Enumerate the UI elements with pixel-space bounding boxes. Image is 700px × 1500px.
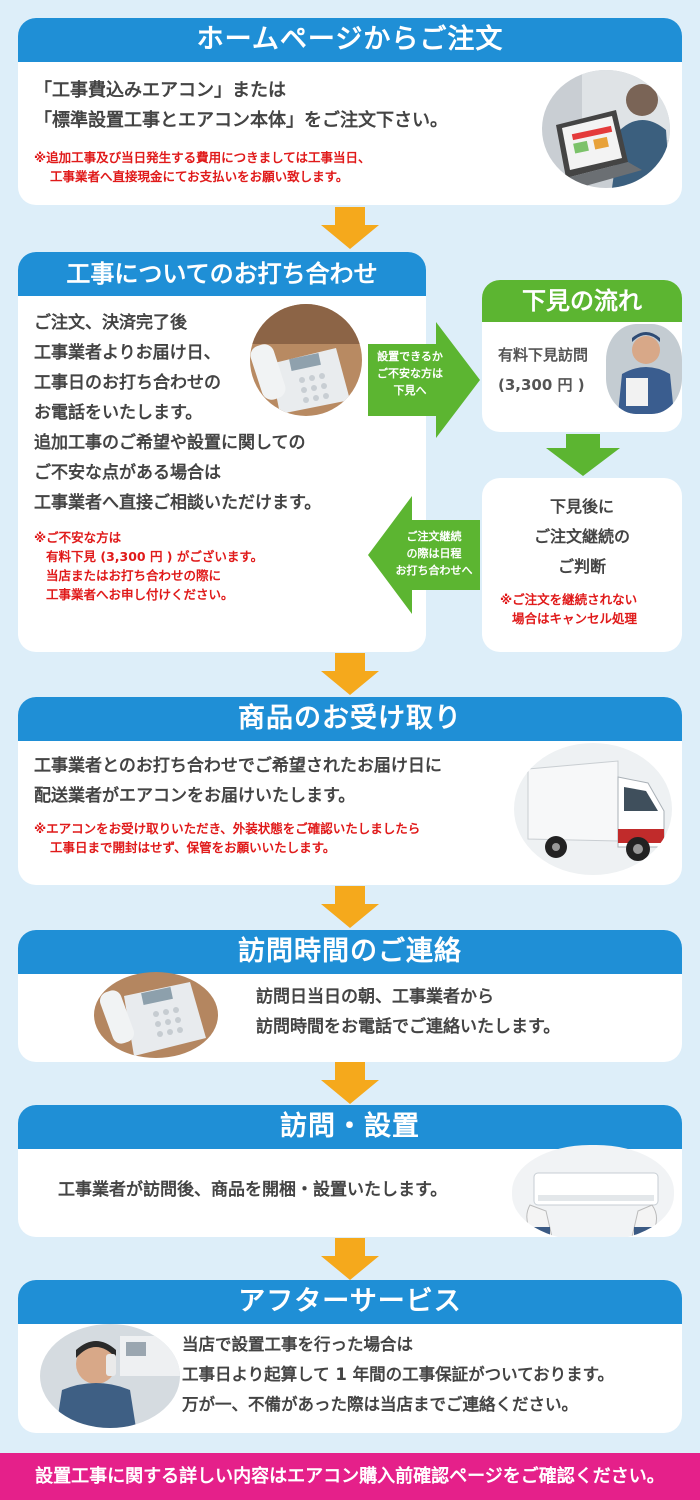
note-line: ※ご不安な方は [34,530,122,545]
aircon-install-photo [512,1145,674,1237]
note-line: 当店またはお打ち合わせの際に [46,568,222,583]
install-text: 工事業者が訪問後、商品を開梱・設置いたします。 [58,1175,447,1205]
note-line: 工事業者へ直接現金にてお支払いをお願い致します。 [50,169,349,184]
text-line: 下見後に [549,497,614,516]
survey-text: 有料下見訪問 (3,300 円 ) [498,340,588,400]
arrow-down-5 [321,1238,379,1280]
visit-time-text: 訪問日当日の朝、工事業者から 訪問時間をお電話でご連絡いたします。 [256,982,560,1042]
label-line: ご注文継続 [406,530,462,543]
text-line: お電話をいたします。 [34,403,203,423]
survey-title: 下見の流れ [482,280,682,322]
text-line: 工事業者よりお届け日、 [34,343,221,363]
receive-note: ※エアコンをお受け取りいただき、外装状態をご確認いたしましたら 工事日まで開封は… [34,819,420,857]
meeting-note: ※ご不安な方は 有料下見 (3,300 円 ) がございます。 当店またはお打ち… [34,528,263,604]
meeting-title: 工事についてのお打ち合わせ [18,252,426,296]
note-line: 工事日まで開封はせず、保管をお願いいたします。 [50,840,336,855]
text-line: 有料下見訪問 [498,346,589,364]
survey-result-text: 下見後に ご注文継続の ご判断 [482,492,682,582]
text-line: ご判断 [557,557,606,576]
visit-time-card: 訪問時間のご連絡 訪問日当日の朝、工事業者から 訪問時間をお電話でご連絡いたしま… [18,930,682,1062]
text-line: 訪問時間をお電話でご連絡いたします。 [256,1017,561,1037]
note-line: 工事業者へお申し付けください。 [46,587,234,602]
arrow-down-4 [321,1062,379,1104]
text-line: 工事日のお打ち合わせの [34,373,221,393]
text-line: 「工事費込みエアコン」または [34,80,286,101]
text-line: 追加工事のご希望や設置に関しての [34,433,306,453]
text-line: 万が一、不備があった際は当店までご連絡ください。 [182,1395,578,1414]
arrow-down-survey [546,434,620,476]
arrow-left-to-meeting [368,496,480,614]
note-line: ※エアコンをお受け取りいただき、外装状態をご確認いたしましたら [34,821,421,836]
support-staff-photo [40,1324,180,1428]
text-line: 工事業者が訪問後、商品を開梱・設置いたします。 [58,1180,448,1200]
visit-time-title: 訪問時間のご連絡 [18,930,682,974]
note-line: 有料下見 (3,300 円 ) がございます。 [46,549,264,564]
text-line: 当店で設置工事を行った場合は [182,1335,413,1354]
order-title: ホームページからご注文 [18,18,682,62]
label-line: 設置できるか [377,350,443,363]
receive-title: 商品のお受け取り [18,697,682,741]
footer-notice: 設置工事に関する詳しい内容はエアコン購入前確認ページをご確認ください。 [0,1453,700,1500]
text-line: 訪問日当日の朝、工事業者から [256,987,494,1007]
telephone-photo [250,304,362,416]
arrow-left-label: ご注文継続 の際は日程 お打ち合わせへ [388,528,480,579]
label-line: お打ち合わせへ [395,564,473,577]
text-line: ご注文、決済完了後 [34,313,187,333]
after-service-card: アフターサービス 当店で設置工事を行った場合は 工事日より起算して 1 年間の工… [18,1280,682,1433]
text-line: 配送業者がエアコンをお届けいたします。 [34,786,356,806]
order-note: ※追加工事及び当日発生する費用につきましては工事当日、 工事業者へ直接現金にてお… [34,148,371,186]
arrow-down-1 [321,207,379,249]
label-line: ご不安な方は [377,367,443,380]
arrow-right-label: 設置できるか ご不安な方は 下見へ [368,348,452,399]
meeting-text: ご注文、決済完了後 工事業者よりお届け日、 工事日のお打ち合わせの お電話をいた… [34,308,321,518]
after-service-text: 当店で設置工事を行った場合は 工事日より起算して 1 年間の工事保証がついており… [182,1330,614,1420]
laptop-photo [542,70,670,188]
delivery-truck-photo [514,743,672,875]
after-service-title: アフターサービス [18,1280,682,1324]
arrow-down-3 [321,886,379,928]
text-line: 工事日より起算して 1 年間の工事保証がついております。 [182,1365,615,1384]
surveyor-photo [606,324,682,414]
text-line: ご注文継続の [533,527,630,546]
note-line: ※ご注文を継続されない [500,592,638,607]
text-line: 工事業者とのお打ち合わせでご希望されたお届け日に [34,756,442,776]
label-line: の際は日程 [406,547,462,560]
arrow-down-2 [321,653,379,695]
receive-card: 商品のお受け取り 工事業者とのお打ち合わせでご希望されたお届け日に 配送業者がエ… [18,697,682,885]
survey-result-note: ※ご注文を継続されない 場合はキャンセル処理 [500,590,637,628]
text-line: ご不安な点がある場合は [34,463,221,483]
phone-photo [94,972,218,1058]
note-line: ※追加工事及び当日発生する費用につきましては工事当日、 [34,150,371,165]
receive-text: 工事業者とのお打ち合わせでご希望されたお届け日に 配送業者がエアコンをお届けいた… [34,751,442,811]
meeting-card: 工事についてのお打ち合わせ ご注文、決済完了後 工事業者よりお届け日、 工事日の… [18,252,426,652]
text-line: 「標準設置工事とエアコン本体」をご注文下さい。 [34,110,448,131]
label-line: 下見へ [393,384,427,397]
survey-result-card: 下見後に ご注文継続の ご判断 ※ご注文を継続されない 場合はキャンセル処理 [482,478,682,652]
order-card: ホームページからご注文 「工事費込みエアコン」または 「標準設置工事とエアコン本… [18,18,682,205]
order-text: 「工事費込みエアコン」または 「標準設置工事とエアコン本体」をご注文下さい。 [34,76,448,136]
install-title: 訪問・設置 [18,1105,682,1149]
install-card: 訪問・設置 工事業者が訪問後、商品を開梱・設置いたします。 [18,1105,682,1237]
note-line: 場合はキャンセル処理 [512,611,638,626]
arrow-right-to-survey [368,322,480,438]
text-line: (3,300 円 ) [498,376,585,394]
text-line: 工事業者へ直接ご相談いただけます。 [34,493,322,513]
survey-card: 下見の流れ 有料下見訪問 (3,300 円 ) [482,280,682,432]
